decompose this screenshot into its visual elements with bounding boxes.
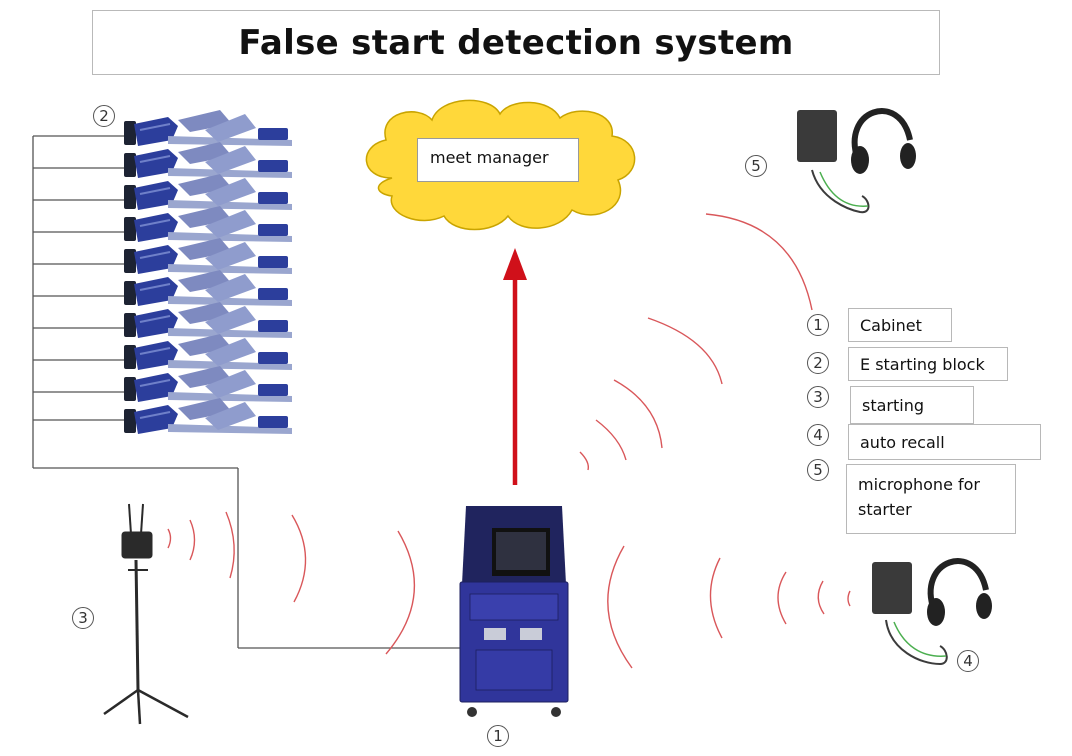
data-arrow (503, 248, 527, 485)
legend-label-e-starting-block: E starting block (848, 347, 1008, 381)
legend-label-starting: starting (850, 386, 974, 424)
legend-num-2: 2 (807, 352, 829, 374)
legend-num-5: 5 (807, 459, 829, 481)
waves-stand (167, 511, 416, 655)
waves-microphone (579, 213, 813, 471)
legend-label-microphone-for-starter: microphone for starter (846, 464, 1016, 534)
marker-headset-top: 5 (745, 155, 767, 177)
headset-top (797, 108, 916, 214)
marker-cabinet: 1 (487, 725, 509, 747)
page-title: False start detection system (238, 23, 794, 63)
starting-block (124, 110, 292, 146)
starting-blocks (123, 110, 293, 435)
legend-label-cabinet: Cabinet (848, 308, 952, 342)
headset-bottom (872, 558, 992, 666)
title-box: False start detection system (92, 10, 940, 75)
marker-starting-stand: 3 (72, 607, 94, 629)
legend-num-4: 4 (807, 424, 829, 446)
marker-headset-bottom: 4 (957, 650, 979, 672)
marker-starting-blocks: 2 (93, 105, 115, 127)
meet-manager-label: meet manager (417, 138, 579, 182)
legend-num-1: 1 (807, 314, 829, 336)
starting-stand (103, 503, 189, 725)
block-wiring (32, 135, 468, 649)
legend-label-auto-recall: auto recall (848, 424, 1041, 460)
cabinet (459, 506, 569, 717)
waves-recall (607, 545, 851, 669)
legend-num-3: 3 (807, 386, 829, 408)
